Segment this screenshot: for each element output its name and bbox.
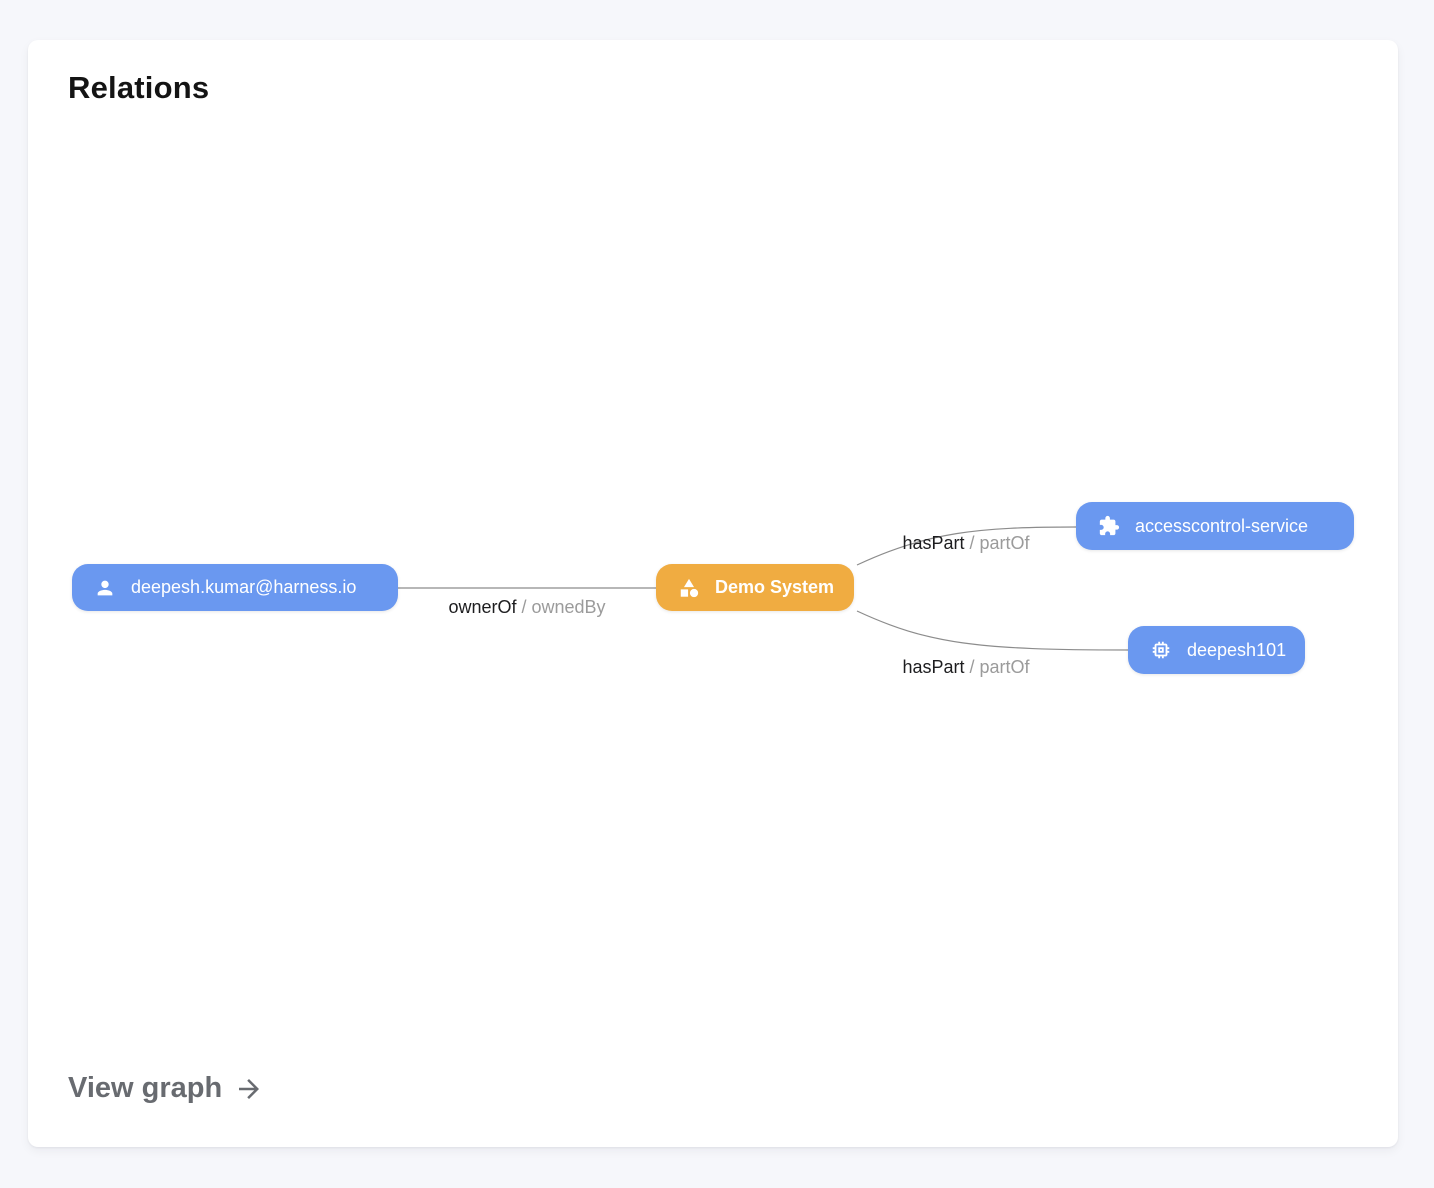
- view-graph-link[interactable]: View graph: [68, 1072, 264, 1105]
- node-component[interactable]: deepesh101: [1128, 626, 1305, 674]
- node-label: accesscontrol-service: [1135, 515, 1309, 536]
- node-label: deepesh101: [1187, 639, 1287, 660]
- node-label: deepesh.kumar@harness.io: [131, 577, 357, 597]
- extension-icon: [1098, 515, 1120, 537]
- relations-card: Relations ownerOf/ownedBy hasPart/partOf…: [28, 40, 1398, 1147]
- edge-label-haspart-top: hasPart/partOf: [902, 533, 1029, 554]
- edge-label-separator: /: [521, 597, 527, 617]
- relations-graph: ownerOf/ownedBy hasPart/partOf hasPart/p…: [28, 40, 1398, 1147]
- edge-lines: [398, 526, 1129, 651]
- edge-label-reverse: partOf: [979, 657, 1030, 677]
- edge-line-haspart-top: [856, 526, 1077, 566]
- edge-label-haspart-bottom: hasPart/partOf: [902, 657, 1029, 678]
- edge-label-forward: hasPart: [902, 657, 965, 677]
- node-service[interactable]: accesscontrol-service: [1076, 502, 1354, 550]
- edge-label-reverse: ownedBy: [531, 597, 606, 617]
- category-icon: [678, 577, 700, 599]
- person-icon: [94, 577, 116, 599]
- edge-label-separator: /: [969, 533, 975, 553]
- edge-label-separator: /: [969, 657, 975, 677]
- edge-label-ownerof: ownerOf/ownedBy: [448, 597, 605, 618]
- edge-label-reverse: partOf: [979, 533, 1030, 553]
- card-title: Relations: [68, 70, 210, 105]
- arrow-right-icon: [239, 1078, 260, 1099]
- node-user[interactable]: deepesh.kumar@harness.io: [72, 564, 398, 611]
- node-label: Demo System: [715, 577, 835, 597]
- edge-line-haspart-bottom: [856, 610, 1129, 651]
- edge-label-forward: ownerOf: [448, 597, 517, 617]
- memory-icon: [1150, 639, 1172, 661]
- view-graph-label: View graph: [68, 1072, 223, 1104]
- edge-label-forward: hasPart: [902, 533, 965, 553]
- node-system[interactable]: Demo System: [656, 564, 854, 611]
